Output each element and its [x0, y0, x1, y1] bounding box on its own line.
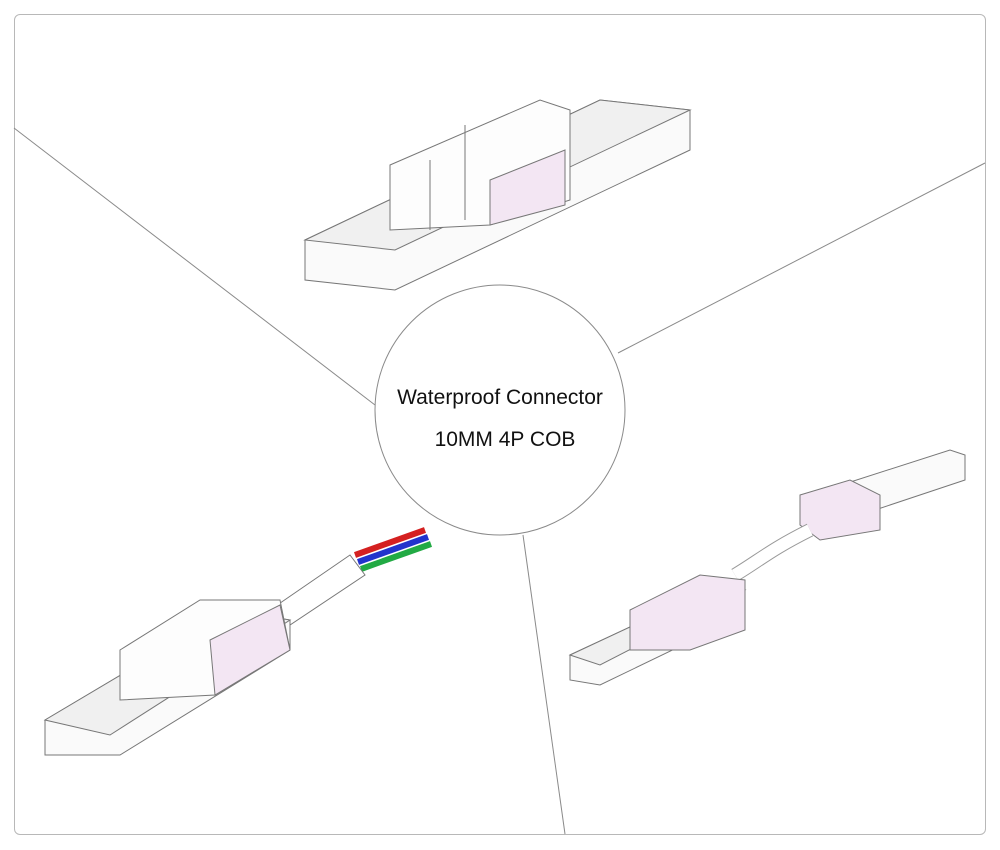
image-frame	[14, 14, 986, 835]
strip-to-strip-cable-connector	[568, 449, 966, 686]
product-title: Waterproof Connector	[397, 386, 603, 409]
strip-to-wire-connector	[43, 527, 433, 756]
divider-lines	[13, 127, 986, 835]
product-subtitle: 10MM 4P COB	[434, 428, 576, 451]
strip-to-strip-connector	[303, 99, 692, 291]
